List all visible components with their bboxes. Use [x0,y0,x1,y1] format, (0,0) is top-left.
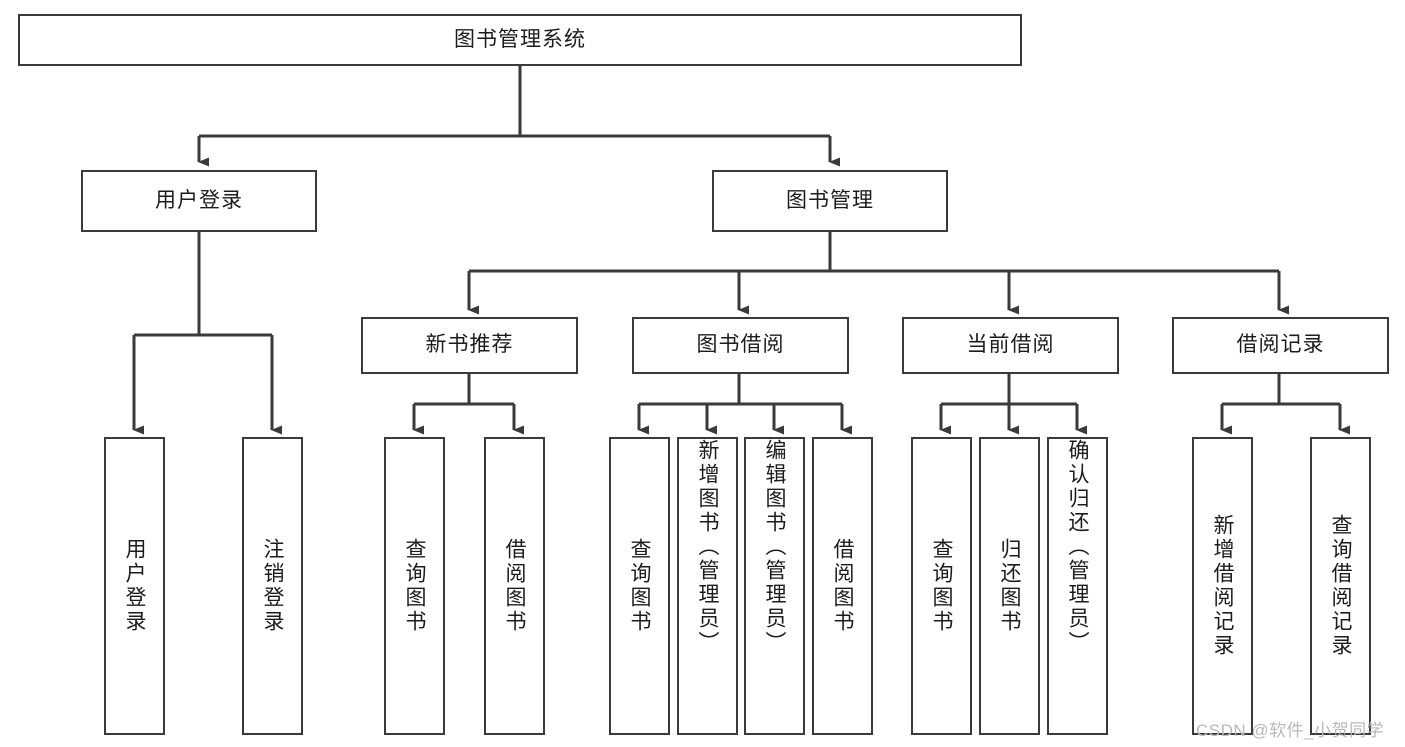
node-label: 当前借阅 [966,333,1055,357]
node-label: 借阅图书 [831,538,854,634]
node-label: 用户登录 [155,188,243,212]
node-book-borrow[interactable]: 图书借阅 [632,317,849,374]
node-leaf-query-book-borrow[interactable]: 查询图书 [609,437,670,735]
node-label: 用户登录 [123,538,146,634]
node-leaf-query-book-current[interactable]: 查询图书 [911,437,972,735]
node-root-book-management-system[interactable]: 图书管理系统 [18,14,1022,66]
node-label: 新书推荐 [425,333,514,357]
node-label: 查询图书 [628,538,651,634]
node-label: 归还图书 [998,538,1021,634]
node-label: 编辑图书（管理员） [763,439,786,655]
node-leaf-confirm-return-admin[interactable]: 确认归还（管理员） [1047,437,1108,735]
node-leaf-borrow-book-borrow[interactable]: 借阅图书 [812,437,873,735]
node-label: 注销登录 [261,538,284,634]
node-label: 图书管理 [786,188,874,212]
node-label: 查询借阅记录 [1329,514,1352,658]
node-leaf-query-book-recommend[interactable]: 查询图书 [384,437,445,735]
node-leaf-return-book[interactable]: 归还图书 [979,437,1040,735]
node-label: 新增借阅记录 [1211,514,1234,658]
node-label: 查询图书 [403,538,426,634]
node-leaf-user-login[interactable]: 用户登录 [104,437,165,735]
node-leaf-add-borrow-record[interactable]: 新增借阅记录 [1192,437,1253,735]
node-label: 图书管理系统 [454,27,586,51]
node-borrow-record[interactable]: 借阅记录 [1172,317,1389,374]
node-label: 查询图书 [930,538,953,634]
node-new-book-recommend[interactable]: 新书推荐 [361,317,578,374]
node-leaf-logout-login[interactable]: 注销登录 [242,437,303,735]
node-leaf-query-borrow-record[interactable]: 查询借阅记录 [1310,437,1371,735]
node-label: 图书借阅 [696,333,785,357]
node-label: 新增图书（管理员） [696,439,719,655]
node-user-login[interactable]: 用户登录 [81,170,317,232]
node-book-management[interactable]: 图书管理 [712,170,948,232]
csdn-watermark: CSDN @软件_小贺同学 [1196,721,1385,740]
node-leaf-add-book-admin[interactable]: 新增图书（管理员） [677,437,738,735]
node-current-borrow[interactable]: 当前借阅 [902,317,1119,374]
node-leaf-borrow-book-recommend[interactable]: 借阅图书 [484,437,545,735]
node-label: 借阅记录 [1236,333,1325,357]
node-label: 确认归还（管理员） [1066,439,1089,655]
node-leaf-edit-book-admin[interactable]: 编辑图书（管理员） [744,437,805,735]
node-label: 借阅图书 [503,538,526,634]
